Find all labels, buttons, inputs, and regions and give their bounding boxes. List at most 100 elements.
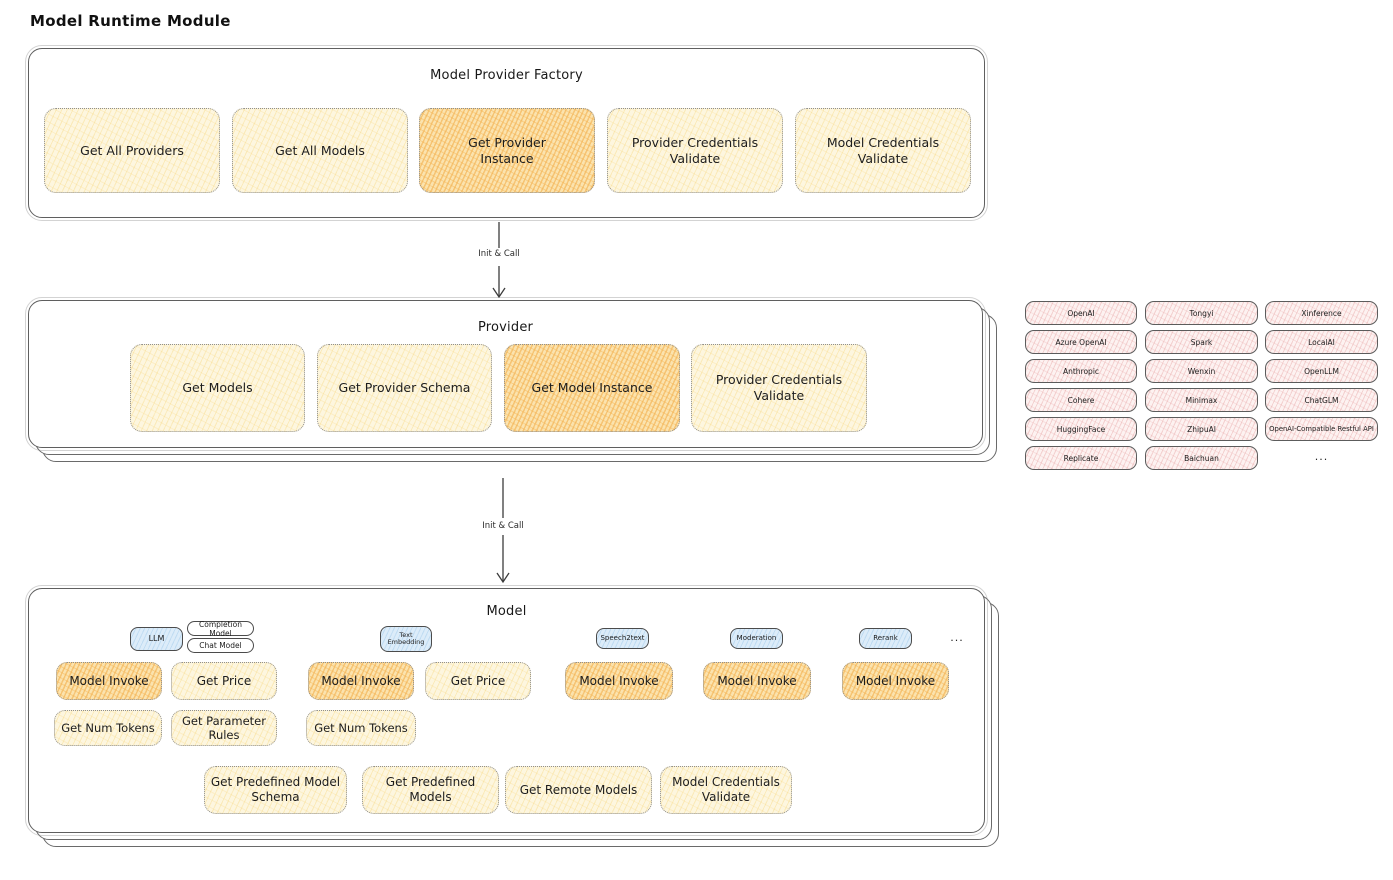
provider-chip-huggingface: HuggingFace [1025, 417, 1137, 441]
tag-label: Speech2text [600, 634, 645, 643]
provider-chip-tongyi: Tongyi [1145, 301, 1258, 325]
chip-label: Cohere [1067, 395, 1095, 405]
chip-label: Wenxin [1187, 366, 1216, 376]
tag-label: Rerank [873, 634, 898, 643]
tag-completion-model: Completion Model [187, 619, 254, 638]
model-box-model-invoke-rerank: Model Invoke [842, 662, 949, 700]
provider-box-label: Get Models [182, 380, 253, 396]
provider-chip-openai-compatible: OpenAI-Compatible Restful API [1265, 417, 1378, 441]
tag-label: LLM [148, 634, 165, 644]
model-box-model-invoke-speech2text: Model Invoke [565, 662, 673, 700]
chip-label: LocalAI [1308, 337, 1335, 347]
chip-label: Spark [1190, 337, 1213, 347]
model-box-get-price-embedding: Get Price [425, 662, 531, 700]
provider-chip-azure-openai: Azure OpenAI [1025, 330, 1137, 354]
model-box-model-credentials-validate: Model Credentials Validate [660, 766, 792, 814]
page-title: Model Runtime Module [30, 12, 231, 30]
tag-speech2text: Speech2text [596, 628, 649, 649]
tag-chat-model: Chat Model [187, 638, 254, 653]
model-box-get-parameter-rules: Get Parameter Rules [171, 710, 277, 746]
model-box-label: Get Num Tokens [314, 720, 408, 735]
provider-chip-zhipuai: ZhipuAI [1145, 417, 1258, 441]
model-box-label: Get Remote Models [519, 782, 638, 797]
provider-chip-wenxin: Wenxin [1145, 359, 1258, 383]
provider-more-ellipsis: ... [1314, 450, 1329, 463]
provider-chip-anthropic: Anthropic [1025, 359, 1137, 383]
model-box-label: Get Parameter Rules [182, 713, 266, 742]
chip-label: Xinference [1301, 308, 1342, 318]
provider-box-get-models: Get Models [130, 344, 305, 432]
chip-label: Baichuan [1184, 453, 1219, 463]
model-tags-more-ellipsis: ... [950, 631, 964, 644]
model-box-label: Model Invoke [855, 673, 936, 688]
chip-label: OpenAI [1067, 308, 1095, 318]
provider-chip-openllm: OpenLLM [1265, 359, 1378, 383]
provider-box-label: Get Model Instance [531, 380, 653, 396]
tag-llm: LLM [130, 627, 183, 651]
model-title: Model [486, 604, 527, 619]
provider-chip-minimax: Minimax [1145, 388, 1258, 412]
provider-chip-replicate: Replicate [1025, 446, 1137, 470]
model-box-get-predefined-model-schema: Get Predefined Model Schema [204, 766, 347, 814]
chip-label: HuggingFace [1056, 424, 1106, 434]
model-box-get-predefined-models: Get Predefined Models [362, 766, 499, 814]
provider-box-get-provider-schema: Get Provider Schema [317, 344, 492, 432]
arrow-down-icon [492, 222, 506, 299]
provider-chip-localai: LocalAI [1265, 330, 1378, 354]
factory-box-label: Model Credentials Validate [826, 134, 940, 166]
provider-chip-baichuan: Baichuan [1145, 446, 1258, 470]
factory-box-model-credentials-validate: Model Credentials Validate [795, 108, 971, 193]
provider-chip-spark: Spark [1145, 330, 1258, 354]
arrow-label-init-call: Init & Call [482, 521, 524, 531]
chip-label: ZhipuAI [1187, 424, 1216, 434]
factory-title: Model Provider Factory [430, 68, 583, 83]
arrow-down-icon [496, 478, 510, 584]
model-box-label: Get Num Tokens [61, 720, 155, 735]
factory-box-get-all-providers: Get All Providers [44, 108, 220, 193]
model-box-model-invoke-llm: Model Invoke [56, 662, 162, 700]
model-box-label: Model Invoke [69, 673, 149, 688]
model-box-get-remote-models: Get Remote Models [505, 766, 652, 814]
chip-label: Tongyi [1189, 308, 1214, 318]
factory-box-label: Provider Credentials Validate [631, 134, 759, 166]
tag-label: Chat Model [199, 641, 242, 650]
model-box-label: Get Predefined Models [385, 775, 476, 804]
provider-chip-openai: OpenAI [1025, 301, 1137, 325]
chip-label: Minimax [1185, 395, 1218, 405]
tag-label: Moderation [736, 634, 777, 643]
factory-box-get-provider-instance: Get Provider Instance [419, 108, 595, 193]
factory-box-provider-credentials-validate: Provider Credentials Validate [607, 108, 783, 193]
factory-box-get-all-models: Get All Models [232, 108, 408, 193]
provider-box-get-model-instance: Get Model Instance [504, 344, 680, 432]
provider-box-provider-credentials-validate: Provider Credentials Validate [691, 344, 867, 432]
provider-chip-chatglm: ChatGLM [1265, 388, 1378, 412]
model-box-label: Model Credentials Validate [672, 775, 780, 804]
model-box-model-invoke-embedding: Model Invoke [308, 662, 414, 700]
model-box-get-price-llm: Get Price [171, 662, 277, 700]
arrow-label-init-call: Init & Call [478, 249, 520, 259]
model-box-label: Model Invoke [321, 673, 401, 688]
factory-box-label: Get All Models [275, 142, 365, 158]
model-box-get-num-tokens-llm: Get Num Tokens [54, 710, 162, 746]
provider-box-label: Provider Credentials Validate [715, 372, 843, 403]
chip-label: Anthropic [1062, 366, 1100, 376]
model-box-label: Model Invoke [717, 673, 797, 688]
tag-moderation: Moderation [730, 628, 783, 649]
factory-box-label: Get All Providers [80, 142, 184, 158]
provider-chip-xinference: Xinference [1265, 301, 1378, 325]
provider-chip-cohere: Cohere [1025, 388, 1137, 412]
model-box-label: Get Price [196, 673, 252, 688]
provider-box-label: Get Provider Schema [338, 380, 471, 396]
tag-text-embedding: Text Embedding [380, 626, 432, 652]
model-box-label: Get Predefined Model Schema [210, 775, 341, 804]
chip-label: Replicate [1063, 453, 1099, 463]
chip-label: ChatGLM [1304, 395, 1339, 405]
model-box-get-num-tokens-embedding: Get Num Tokens [306, 710, 416, 746]
chip-label: OpenLLM [1304, 366, 1339, 376]
tag-rerank: Rerank [859, 628, 912, 649]
tag-label: Completion Model [199, 619, 242, 638]
chip-label: Azure OpenAI [1055, 337, 1107, 347]
model-box-label: Model Invoke [579, 673, 659, 688]
provider-title: Provider [477, 320, 534, 335]
